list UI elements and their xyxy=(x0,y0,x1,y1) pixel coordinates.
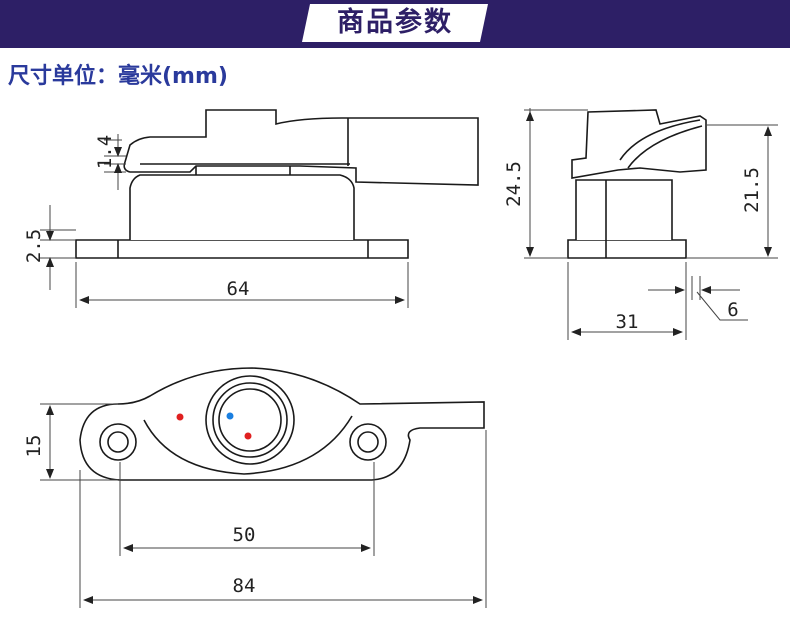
title-tab: 商品参数 xyxy=(302,4,488,42)
knob-outer xyxy=(205,375,295,465)
front-lever xyxy=(123,109,479,186)
top-inner-curve xyxy=(143,415,353,475)
front-lever-lines xyxy=(140,118,350,175)
left-hole-inner xyxy=(107,431,129,453)
right-hole-inner xyxy=(357,431,379,453)
side-body xyxy=(575,179,673,240)
title-tab-shape xyxy=(302,4,488,42)
top-dimensions xyxy=(40,403,487,608)
blue-dot xyxy=(226,412,234,420)
front-body xyxy=(129,174,355,240)
dim-total-height: 24.5 xyxy=(503,161,525,207)
side-base-plate xyxy=(567,239,687,259)
side-view xyxy=(567,109,707,259)
right-hole-outer xyxy=(349,423,387,461)
dim-base-height: 2.5 xyxy=(23,229,45,263)
dim-hole-spacing: 50 xyxy=(233,524,256,546)
front-view xyxy=(75,109,479,259)
dim-top-width: 15 xyxy=(23,435,45,458)
dim-body-height: 21.5 xyxy=(741,167,763,213)
header-banner: 商品参数 xyxy=(0,0,790,48)
dim-side-offset: 6 xyxy=(727,299,738,321)
side-dimensions xyxy=(524,108,778,340)
knob-inner xyxy=(218,388,282,452)
red-dot-left xyxy=(176,413,184,421)
front-base-plate xyxy=(75,239,409,259)
side-lever-curve xyxy=(619,119,703,169)
front-base-steps xyxy=(117,240,369,258)
dim-overall-length: 84 xyxy=(233,575,256,597)
left-hole-outer xyxy=(99,423,137,461)
dim-side-width: 31 xyxy=(616,311,639,333)
red-dot-right xyxy=(244,432,252,440)
top-view xyxy=(79,367,485,481)
front-dimensions xyxy=(40,134,409,308)
page-title: 商品参数 xyxy=(337,7,453,38)
dim-front-length: 64 xyxy=(227,278,250,300)
dim-top-thickness: 1.4 xyxy=(94,135,116,169)
top-outline xyxy=(79,367,485,481)
unit-label: 尺寸单位：毫米(mm) xyxy=(8,64,228,89)
knob-ring xyxy=(212,382,288,458)
side-lever xyxy=(571,109,707,179)
